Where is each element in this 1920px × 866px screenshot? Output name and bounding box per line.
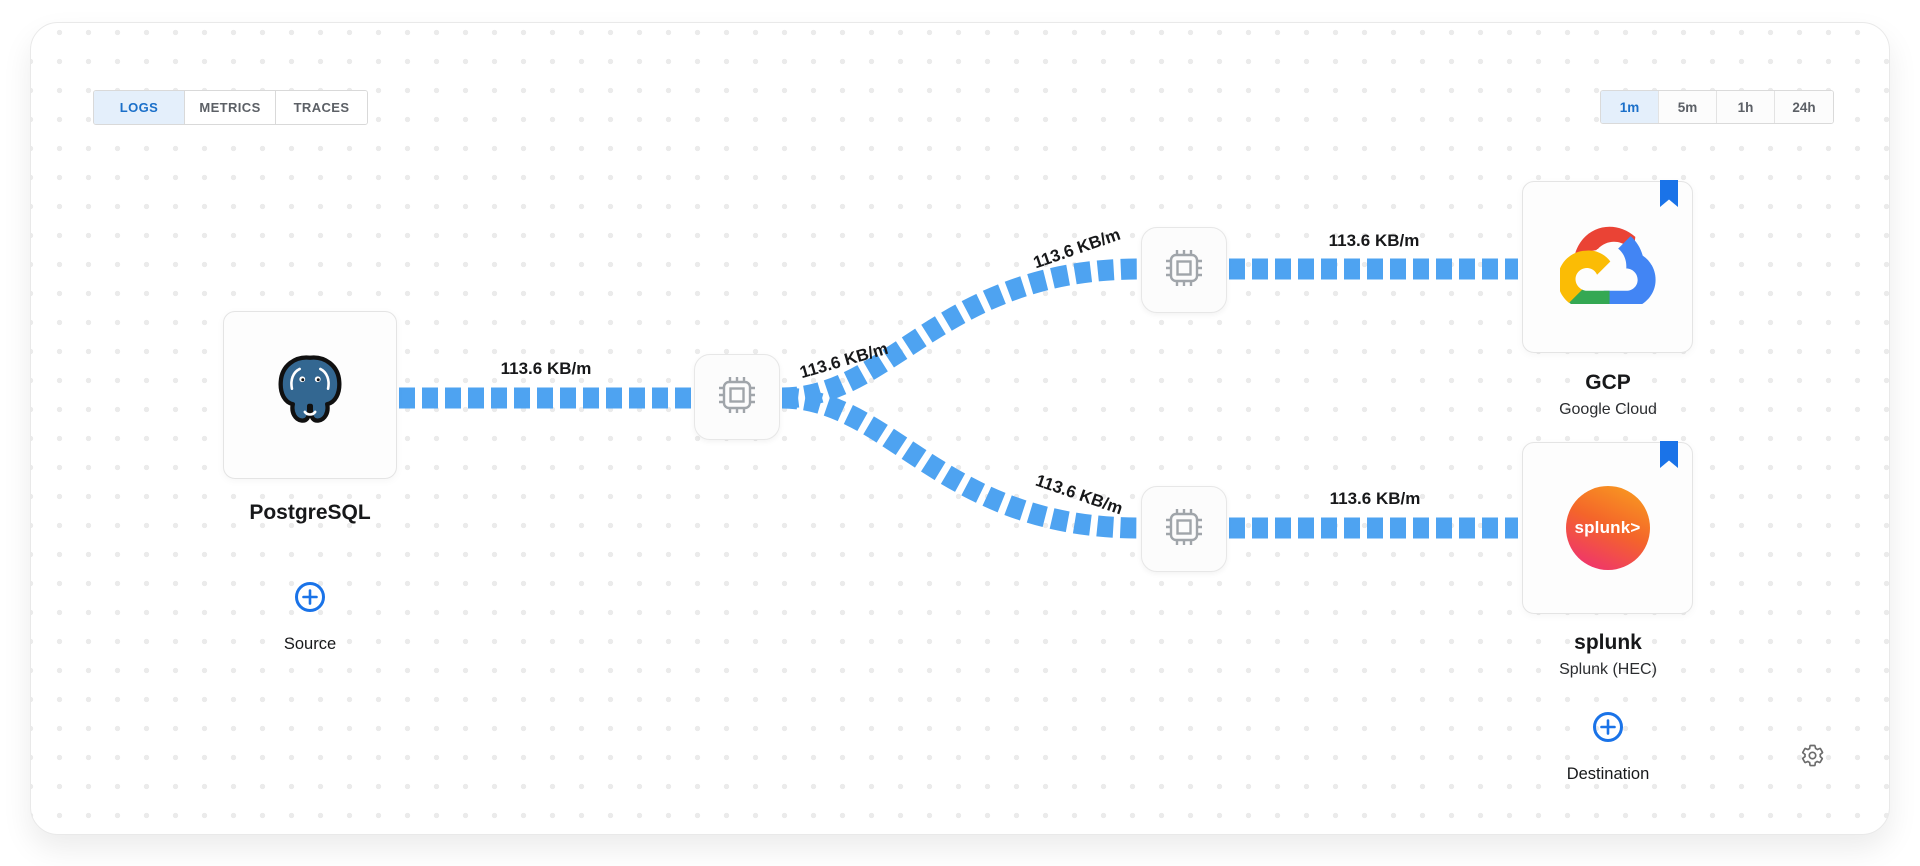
telemetry-tab-group: LOGS METRICS TRACES [93, 90, 368, 125]
edge-rate-label: 113.6 KB/m [797, 338, 891, 383]
postgresql-logo-icon [267, 350, 353, 441]
source-node-postgresql[interactable] [223, 311, 397, 479]
edge-rate-label: 113.6 KB/m [1329, 489, 1421, 508]
source-node-label: PostgreSQL [249, 501, 371, 524]
time-range-group: 1m 5m 1h 24h [1600, 90, 1834, 124]
destination-splunk-subtitle: Splunk (HEC) [1559, 661, 1657, 678]
time-range-5m[interactable]: 5m [1659, 91, 1717, 123]
processor-node-3[interactable] [1141, 486, 1227, 572]
destination-gcp-subtitle: Google Cloud [1559, 401, 1657, 418]
add-source-button[interactable] [293, 580, 327, 619]
add-destination-label[interactable]: Destination [1566, 765, 1650, 783]
bookmark-icon [1660, 180, 1678, 212]
destination-node-gcp[interactable] [1522, 180, 1693, 353]
chip-icon [713, 371, 761, 424]
destination-node-splunk[interactable]: splunk> [1522, 441, 1693, 614]
edge-processor1-to-processor2 [781, 258, 1140, 409]
time-range-1h[interactable]: 1h [1717, 91, 1775, 123]
tab-logs[interactable]: LOGS [94, 91, 185, 124]
pipeline-canvas: LOGS METRICS TRACES 1m 5m 1h 24h 113.6 K… [30, 22, 1890, 835]
add-source-label[interactable]: Source [283, 635, 337, 653]
time-range-24h[interactable]: 24h [1775, 91, 1833, 123]
bookmark-icon [1660, 441, 1678, 473]
time-range-1m[interactable]: 1m [1601, 91, 1659, 123]
edge-rate-label: 113.6 KB/m [1328, 231, 1420, 250]
edge-rate-label: 113.6 KB/m [500, 359, 592, 378]
processor-node-2[interactable] [1141, 227, 1227, 313]
chip-icon [1160, 244, 1208, 297]
splunk-logo: splunk> [1565, 486, 1650, 570]
destination-gcp-title: GCP [1585, 371, 1631, 394]
tab-traces[interactable]: TRACES [276, 91, 367, 124]
plus-circle-icon [1591, 712, 1625, 748]
plus-circle-icon [293, 582, 327, 618]
tab-metrics[interactable]: METRICS [185, 91, 276, 124]
processor-node-1[interactable] [694, 354, 780, 440]
settings-gear-icon[interactable] [1800, 743, 1825, 773]
destination-splunk-title: splunk [1574, 631, 1642, 654]
chip-icon [1160, 503, 1208, 556]
edge-rate-label: 113.6 KB/m [1033, 470, 1126, 519]
google-cloud-logo [1557, 226, 1656, 309]
edge-rate-label: 113.6 KB/m [1030, 224, 1123, 273]
splunk-logo-text: splunk> [1574, 518, 1641, 537]
add-destination-button[interactable] [1591, 710, 1625, 749]
edge-processor1-to-processor3 [781, 387, 1140, 539]
